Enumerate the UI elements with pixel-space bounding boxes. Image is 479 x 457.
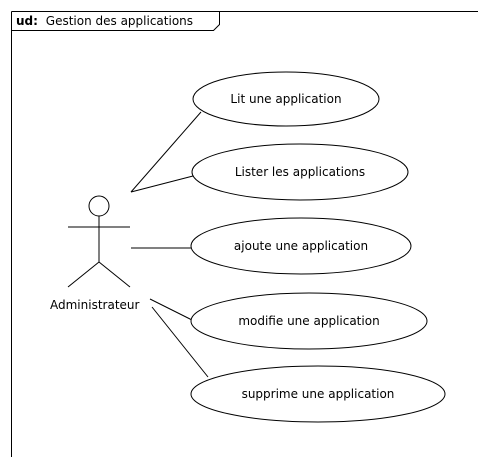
use-case-label: modifie une application [238,314,379,328]
association-lister [130,175,194,193]
use-case-modifie-une-application[interactable]: modifie une application [190,292,428,350]
use-case-ellipse [190,217,412,275]
frame-name-tab [11,11,220,31]
frame-keyword: ud: [16,14,38,28]
use-case-ellipse [192,71,380,127]
use-case-lister-les-applications[interactable]: Lister les applications [191,143,409,201]
use-case-label: supprime une application [242,387,395,401]
use-case-lit-une-application[interactable]: Lit une application [192,71,380,127]
use-case-label: ajoute une application [234,239,368,253]
association-supprime [151,306,209,378]
actor-name: Administrateur [50,298,140,312]
use-case-label: Lit une application [230,92,341,106]
use-case-ellipse [190,365,446,423]
use-case-label: Lister les applications [235,165,365,179]
association-modifie [149,298,197,323]
actor-right-leg [98,261,131,288]
actor-left-leg [67,261,100,288]
association-lit [130,111,202,193]
actor-administrateur[interactable]: Administrateur [50,195,140,312]
use-case-ellipse [191,143,409,201]
associations [130,111,209,378]
frame-title: Gestion des applications [46,14,193,28]
use-case-supprime-une-application[interactable]: supprime une application [190,365,446,423]
use-case-ajoute-une-application[interactable]: ajoute une application [190,217,412,275]
diagram-frame: ud: Gestion des applications [11,11,478,457]
actor-head [88,195,110,217]
frame-title-text: ud: Gestion des applications [16,14,193,28]
use-case-ellipse [190,292,428,350]
